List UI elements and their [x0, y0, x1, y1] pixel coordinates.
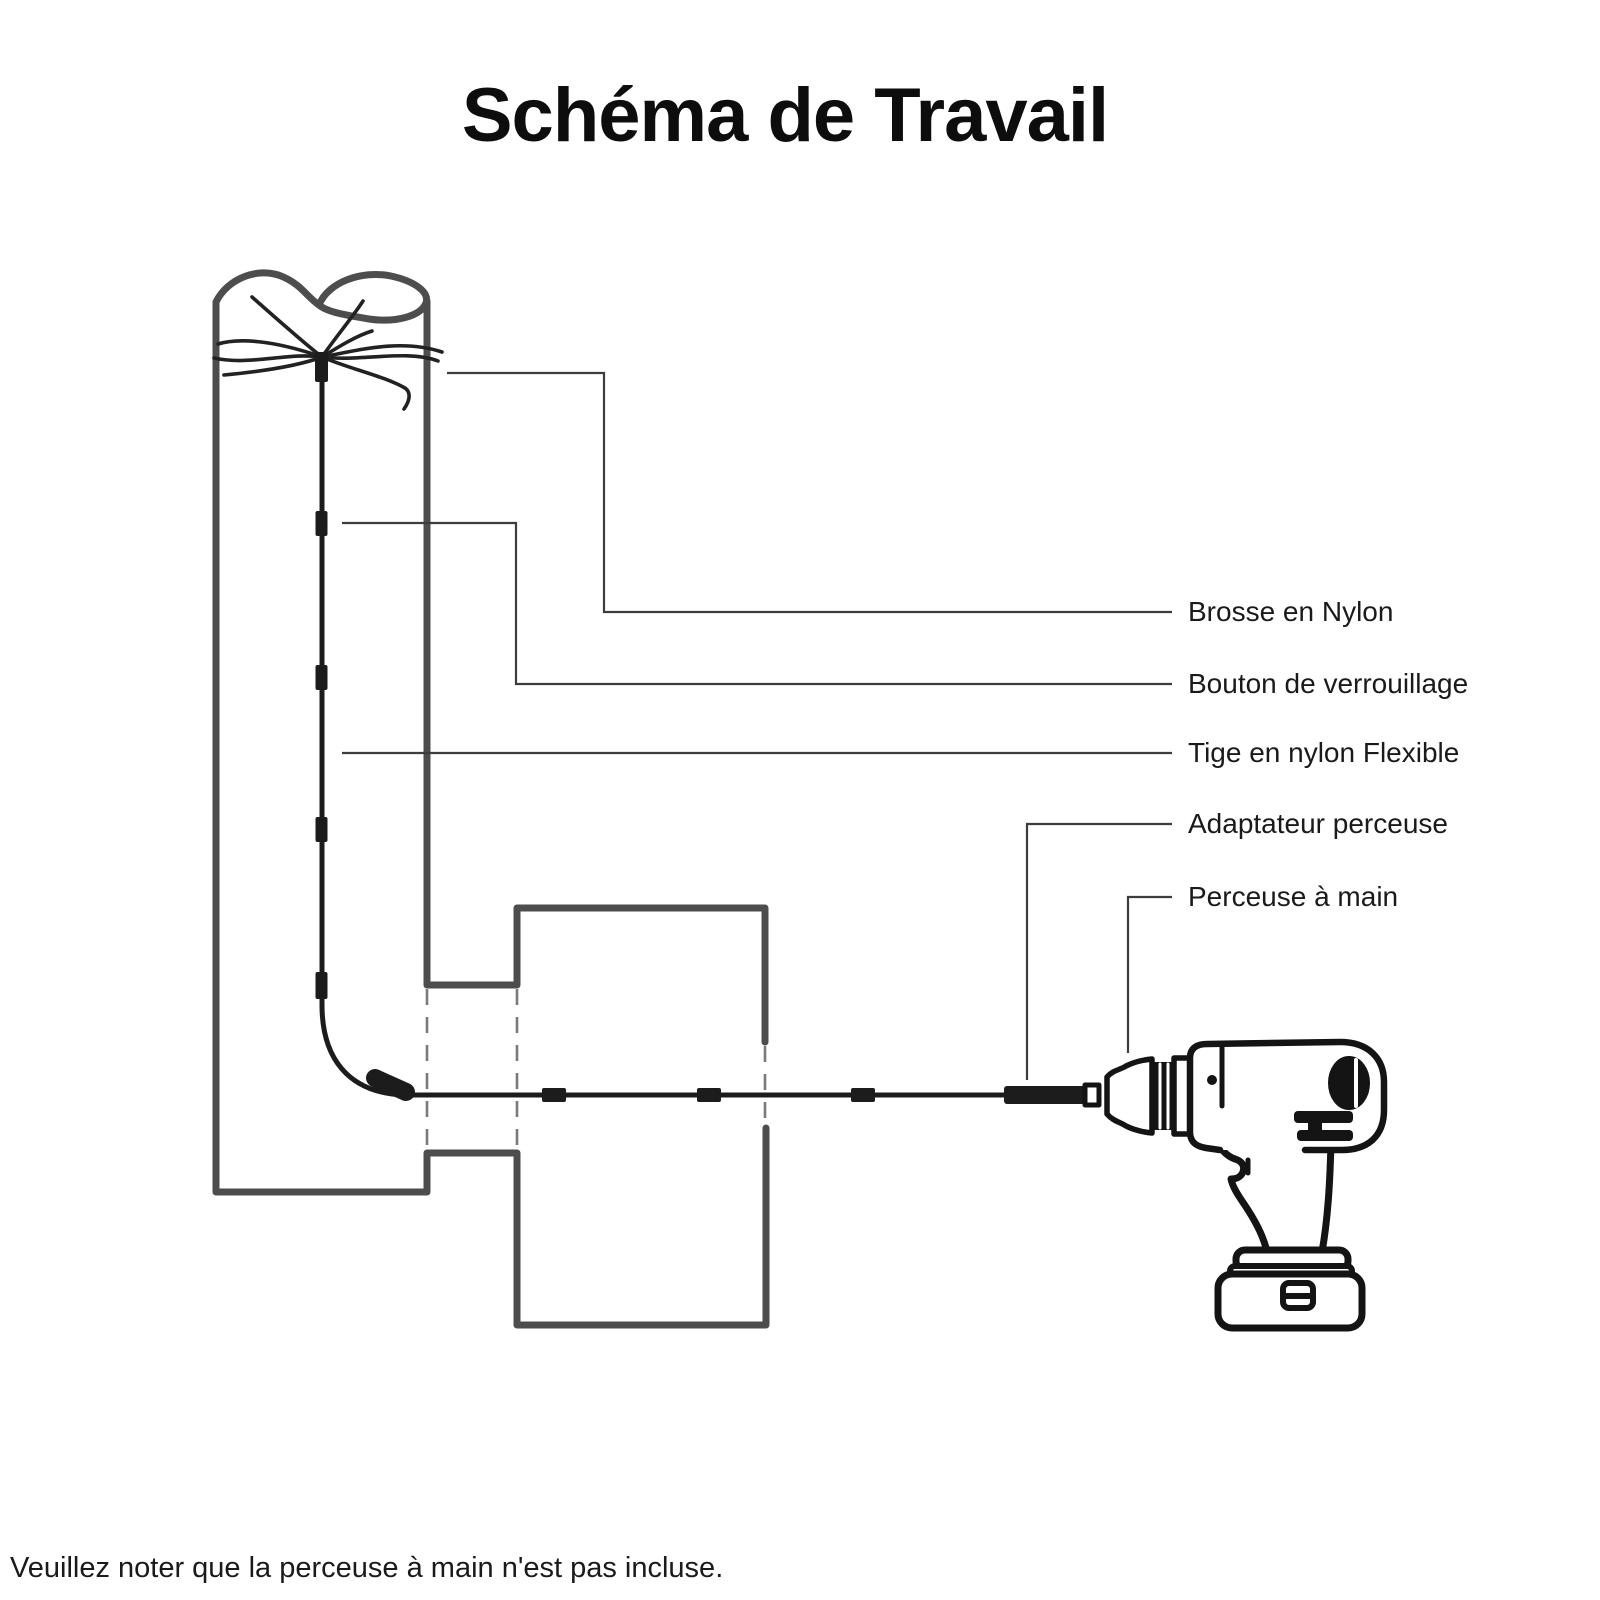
label-perceuse-a-main: Perceuse à main — [1188, 881, 1399, 912]
wall-section — [212, 269, 770, 1329]
drill-chuck — [1104, 1056, 1155, 1136]
body-button — [1207, 1075, 1217, 1085]
chuck-band — [1152, 1062, 1174, 1130]
drill-handle — [1212, 1136, 1335, 1256]
page-title: Schéma de Travail — [461, 73, 1109, 158]
pipe-opening-ellipse — [315, 271, 431, 324]
rod-connector — [315, 352, 328, 382]
rod-connector — [315, 665, 328, 690]
leader-perceuse — [1126, 895, 1172, 1053]
leader-lines — [342, 371, 1172, 1080]
rod-connector-bend — [366, 1069, 415, 1101]
vent-oval — [1328, 1056, 1370, 1110]
rod-connector — [697, 1088, 721, 1102]
wall-upper-step — [423, 297, 769, 1046]
footnote: Veuillez noter que la perceuse à main n'… — [10, 1552, 724, 1584]
leader-adaptateur — [1025, 822, 1172, 1080]
chuck-nub — [1082, 1082, 1102, 1108]
rod-connector — [315, 972, 328, 999]
rod-connector — [851, 1088, 875, 1102]
rod-connector — [315, 817, 328, 842]
side-bar — [1294, 1111, 1353, 1123]
label-tige-en-nylon-flexible: Tige en nylon Flexible — [1188, 737, 1460, 768]
rod-connector — [542, 1088, 566, 1102]
drill-adapter — [1004, 1086, 1086, 1104]
duct-dashed-lines — [425, 989, 767, 1150]
label-bouton-de-verrouillage: Bouton de verrouillage — [1188, 668, 1469, 699]
label-adaptateur-perceuse: Adaptateur perceuse — [1188, 808, 1448, 839]
hand-drill — [1082, 1038, 1388, 1332]
side-bar — [1297, 1130, 1353, 1141]
flexible-rod — [315, 352, 1086, 1104]
pipe-rim — [212, 269, 323, 309]
rod-connector — [315, 511, 328, 536]
label-brosse-en-nylon: Brosse en Nylon — [1188, 596, 1394, 627]
leader-brosse — [447, 371, 1172, 614]
leader-bouton — [342, 521, 1172, 686]
chimney-pipe — [212, 298, 770, 1329]
